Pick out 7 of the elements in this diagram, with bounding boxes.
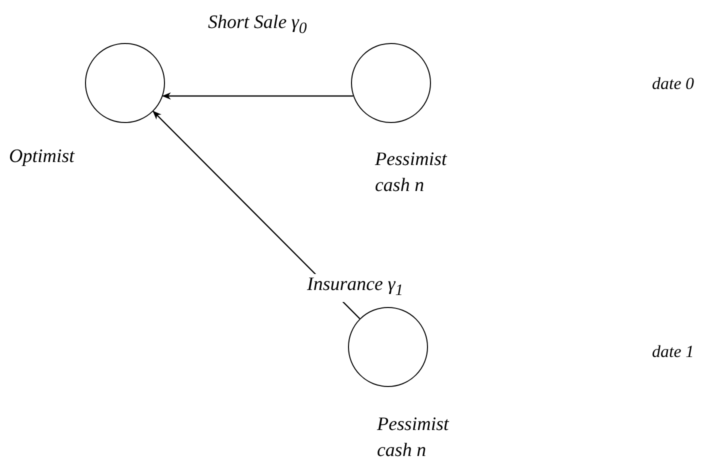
node-label: Pessimist cash n — [377, 413, 450, 463]
node-label: Pessimist cash n — [375, 148, 448, 198]
arrow — [162, 92, 354, 100]
date-label: date 1 — [652, 342, 694, 362]
date-label: date 0 — [652, 74, 694, 94]
node-label: Optimist — [9, 145, 76, 169]
edge-label: Insurance γ$_{1}$ — [307, 274, 404, 302]
